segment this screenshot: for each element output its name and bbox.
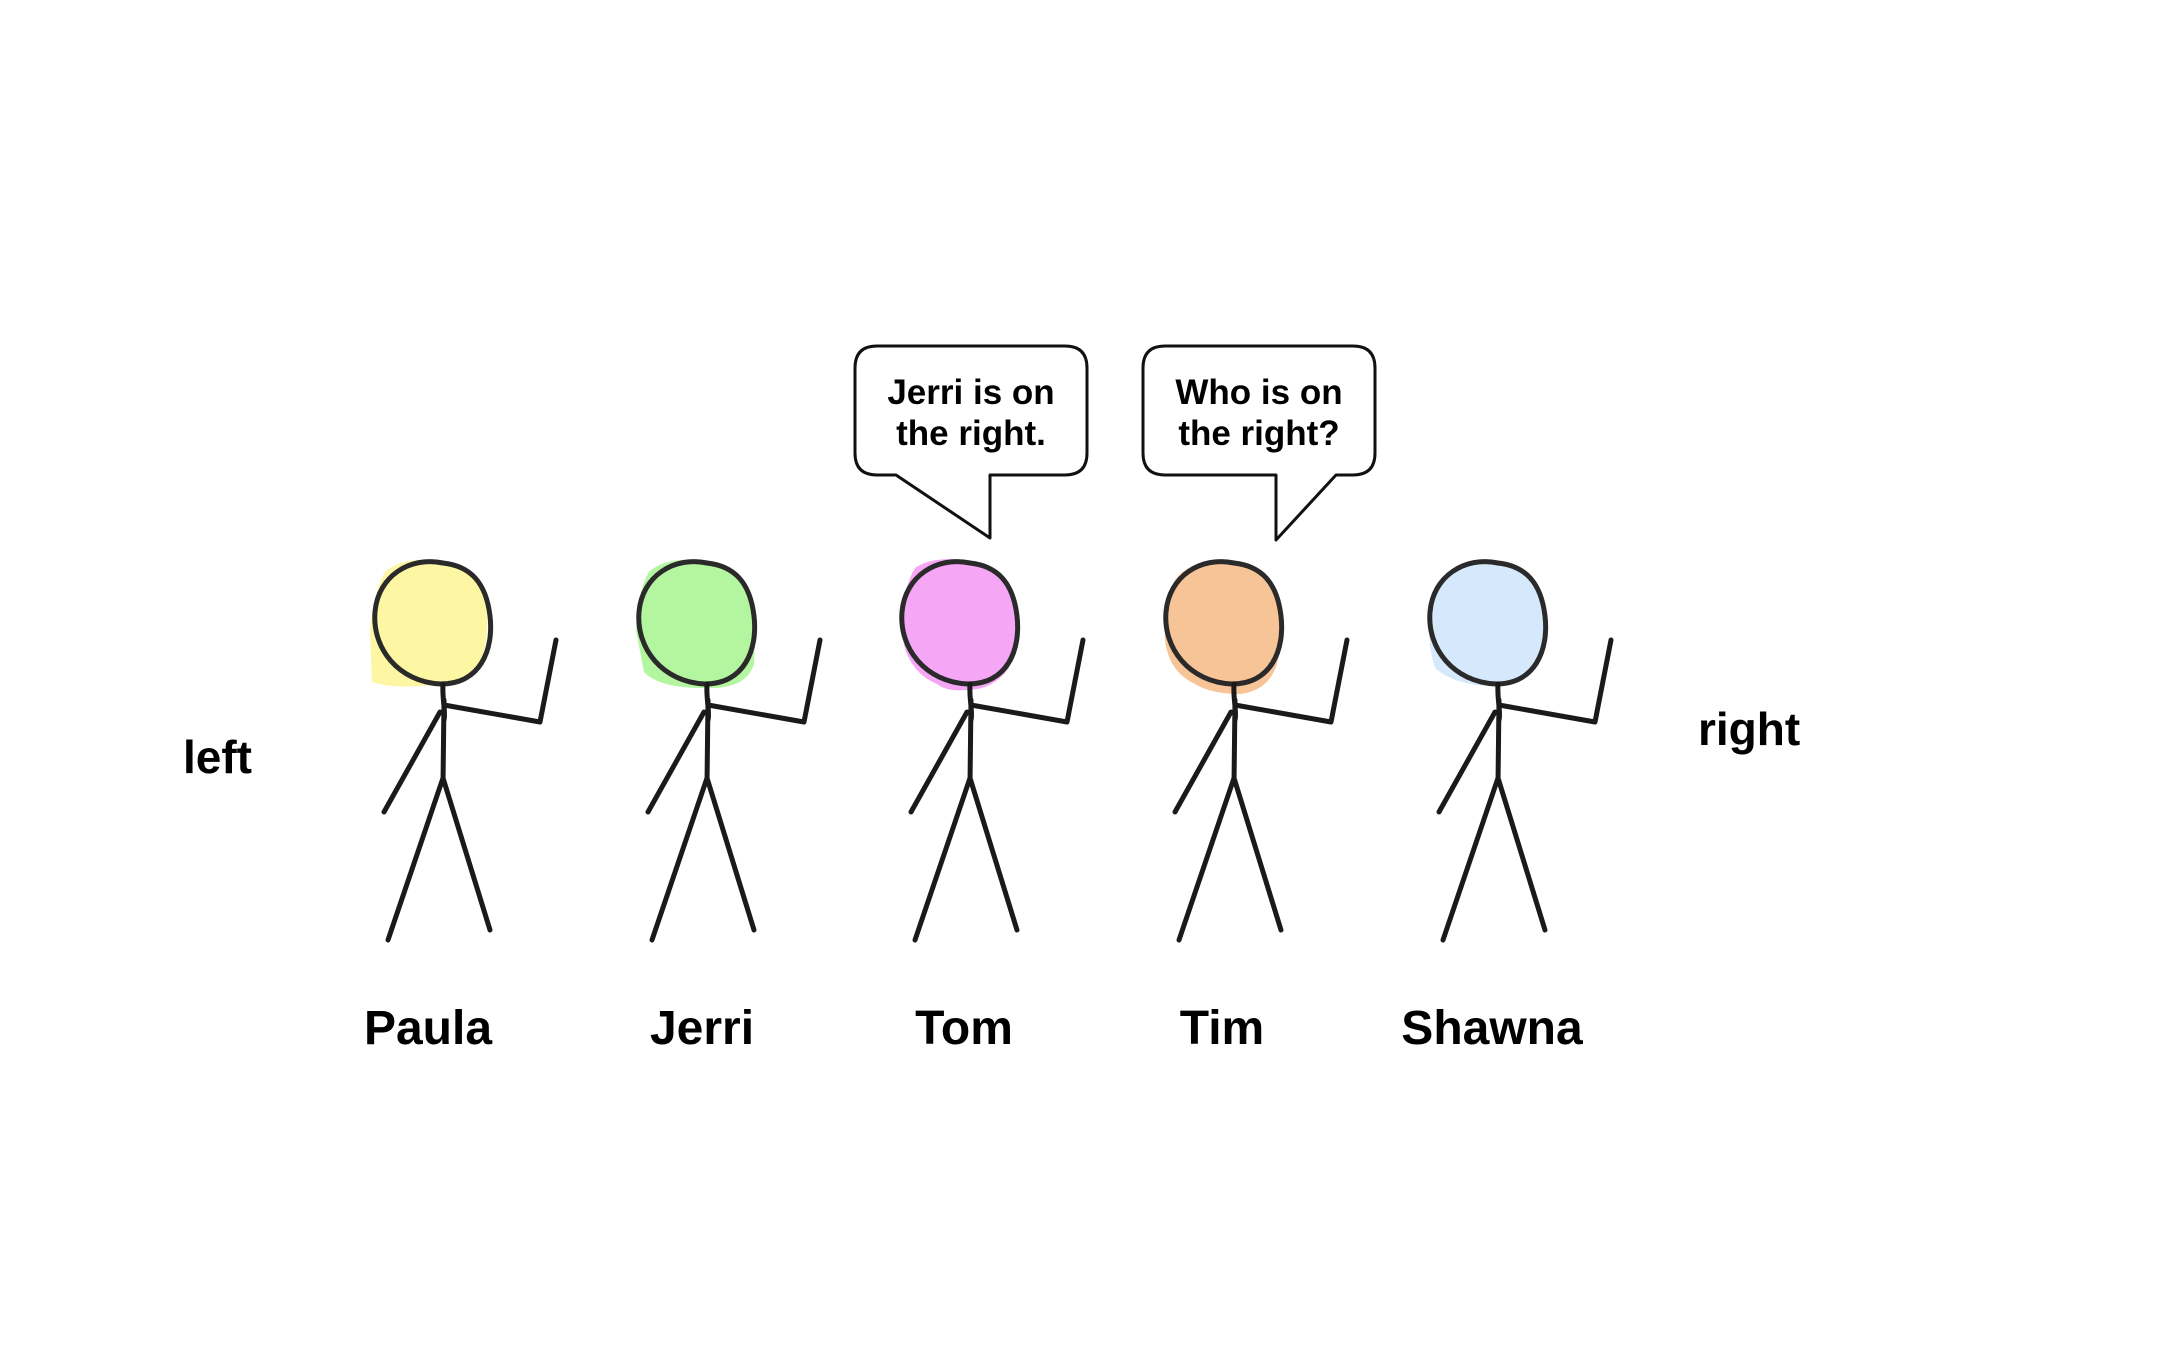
figure-jerri <box>636 559 823 943</box>
speech-bubble-tom-line-1: Jerri is on <box>887 373 1054 412</box>
body-jerri <box>645 637 823 943</box>
name-tom: Tom <box>915 1002 1013 1055</box>
figure-tim <box>1163 559 1350 943</box>
speech-bubble-tom-line-2: the right. <box>896 414 1046 453</box>
head-fill-tom <box>902 559 1017 691</box>
speech-bubble-tim-shape <box>1141 344 1377 542</box>
head-fill-shawna <box>1429 560 1545 686</box>
name-tim: Tim <box>1180 1002 1264 1055</box>
speech-bubble-tom: Jerri is on the right. <box>853 344 1089 540</box>
name-jerri: Jerri <box>650 1002 754 1055</box>
name-shawna: Shawna <box>1401 1002 1583 1055</box>
body-tom <box>908 637 1086 943</box>
name-paula: Paula <box>364 1002 492 1055</box>
body-shawna <box>1436 637 1614 943</box>
body-paula <box>381 637 559 943</box>
head-fill-jerri <box>636 559 755 689</box>
head-fill-tim <box>1164 560 1281 694</box>
right-label: right <box>1698 703 1800 755</box>
figure-tom <box>899 559 1086 943</box>
body-tim <box>1172 637 1350 943</box>
figure-paula <box>370 559 559 943</box>
speech-bubble-tim-line-1: Who is on <box>1175 373 1342 412</box>
speech-bubble-tim: Who is on the right? <box>1141 344 1377 542</box>
speech-bubble-tom-shape <box>853 344 1089 540</box>
figure-shawna <box>1427 559 1614 943</box>
left-label: left <box>183 731 252 783</box>
head-fill-paula <box>370 559 488 687</box>
speech-bubble-tim-line-2: the right? <box>1178 414 1339 453</box>
